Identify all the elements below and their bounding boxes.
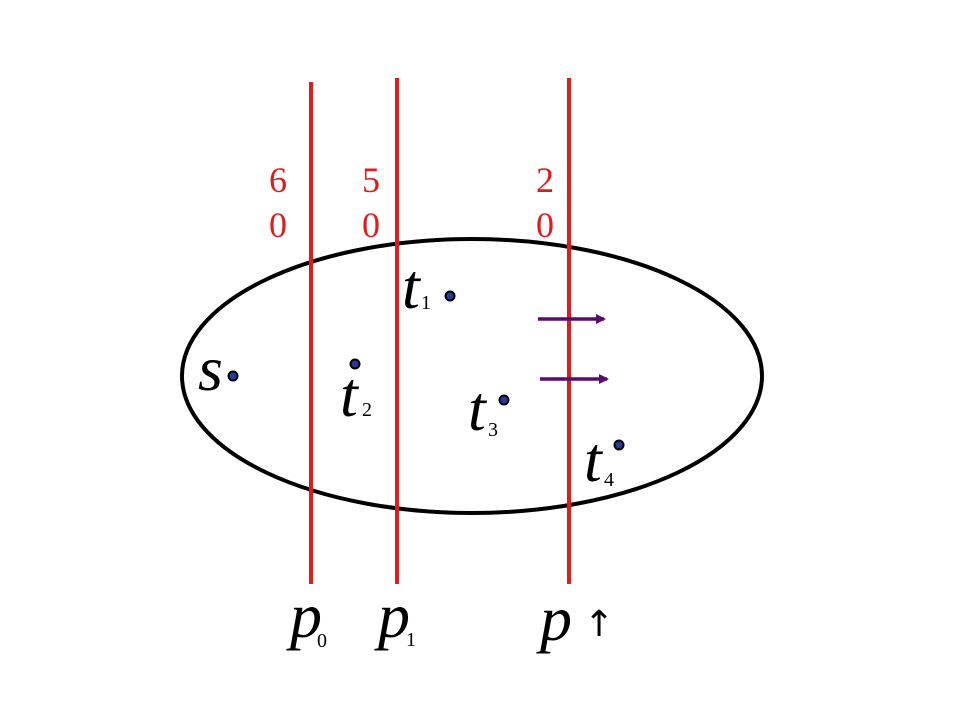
- capacity-p0-top: 6: [269, 160, 287, 200]
- capacity-p-bottom: 0: [536, 205, 554, 245]
- capacity-p1-top: 5: [362, 160, 380, 200]
- capacity-p1-bottom: 0: [362, 205, 380, 245]
- node-dot-t4: [613, 439, 625, 451]
- node-dot-s: [227, 370, 239, 382]
- capacity-p0-bottom: 0: [269, 205, 287, 245]
- cut-label-p: p: [536, 583, 572, 654]
- cut-sub-p0: 0: [317, 630, 327, 652]
- node-dot-t2: [349, 358, 361, 370]
- cut-label-p0: p: [286, 580, 322, 651]
- node-sub-t4: 4: [604, 469, 614, 491]
- node-label-t4: t: [584, 424, 604, 495]
- capacity-p-top: 2: [536, 160, 554, 200]
- node-sub-t2: 2: [362, 399, 372, 421]
- node-sub-t3: 3: [488, 419, 498, 441]
- node-label-t2: t: [340, 359, 360, 430]
- region-ellipse: [180, 237, 764, 515]
- node-sub-t1: 1: [421, 292, 431, 314]
- node-label-t3: t: [468, 373, 488, 444]
- node-label-s: s: [198, 333, 223, 404]
- node-dot-t3: [498, 394, 510, 406]
- node-label-t1: t: [402, 251, 422, 322]
- cut-label-p1: p: [374, 580, 410, 651]
- cut-increase-arrow-icon: ↑: [584, 604, 614, 645]
- cut-sub-p1: 1: [406, 629, 416, 651]
- node-dot-t1: [444, 290, 456, 302]
